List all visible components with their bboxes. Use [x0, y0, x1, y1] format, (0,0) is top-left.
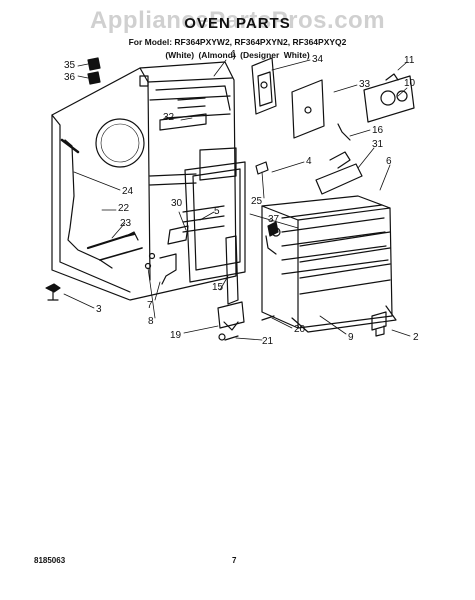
part-foot-cap	[371, 311, 387, 337]
part-igniter-tube	[86, 231, 143, 261]
callout-9: 9	[348, 332, 354, 343]
callout-25: 25	[251, 196, 263, 207]
color-variants: (White) (Almond) (Designer White)	[165, 50, 310, 60]
callout-15: 15	[212, 282, 224, 293]
callout-37: 37	[268, 214, 280, 225]
callout-10: 10	[404, 78, 416, 89]
callout-34: 34	[312, 54, 324, 65]
part-oven-frame	[51, 61, 237, 301]
callout-8: 8	[148, 316, 154, 327]
part-element-wiring	[60, 138, 113, 269]
callout-leaders	[63, 59, 411, 341]
part-rack-supports	[159, 113, 225, 245]
callout-11: 11	[404, 55, 415, 66]
model-numbers: For Model: RF364PXYW2, RF364PXYN2, RF364…	[128, 37, 347, 47]
part-thermostat	[363, 73, 415, 123]
callout-7: 7	[147, 300, 153, 311]
callout-30: 30	[171, 198, 183, 209]
part-leveling-foot	[45, 283, 61, 301]
callout-5: 5	[214, 206, 220, 217]
callout-1: 1	[231, 49, 237, 60]
callout-32: 32	[163, 112, 175, 123]
callout-24: 24	[122, 186, 134, 197]
callout-22: 22	[118, 203, 130, 214]
callout-23: 23	[120, 218, 132, 229]
part-burner-cover	[315, 123, 363, 195]
part-mounting-brackets	[251, 57, 325, 139]
page-title: OVEN PARTS	[184, 15, 291, 32]
part-lower-bracket	[217, 235, 275, 341]
callout-16: 16	[372, 125, 384, 136]
part-connectors	[255, 161, 279, 237]
watermark: AppliancePartsPros.com	[89, 7, 386, 34]
callout-4: 4	[306, 156, 312, 167]
callout-36: 36	[64, 72, 76, 83]
callout-35: 35	[64, 60, 76, 71]
part-oven-liner	[249, 195, 397, 333]
callout-20: 20	[294, 324, 306, 335]
part-clips	[87, 57, 101, 85]
callout-31: 31	[372, 139, 384, 150]
callout-19: 19	[170, 330, 182, 341]
callout-6: 6	[386, 156, 392, 167]
callout-33: 33	[359, 79, 371, 90]
page-number: 7	[232, 556, 237, 565]
callout-21: 21	[262, 336, 274, 347]
part-interior-panel	[184, 161, 246, 283]
callout-3: 3	[96, 304, 102, 315]
part-bracket	[144, 252, 177, 285]
document-number: 8185063	[34, 556, 66, 565]
callout-2: 2	[413, 332, 419, 343]
